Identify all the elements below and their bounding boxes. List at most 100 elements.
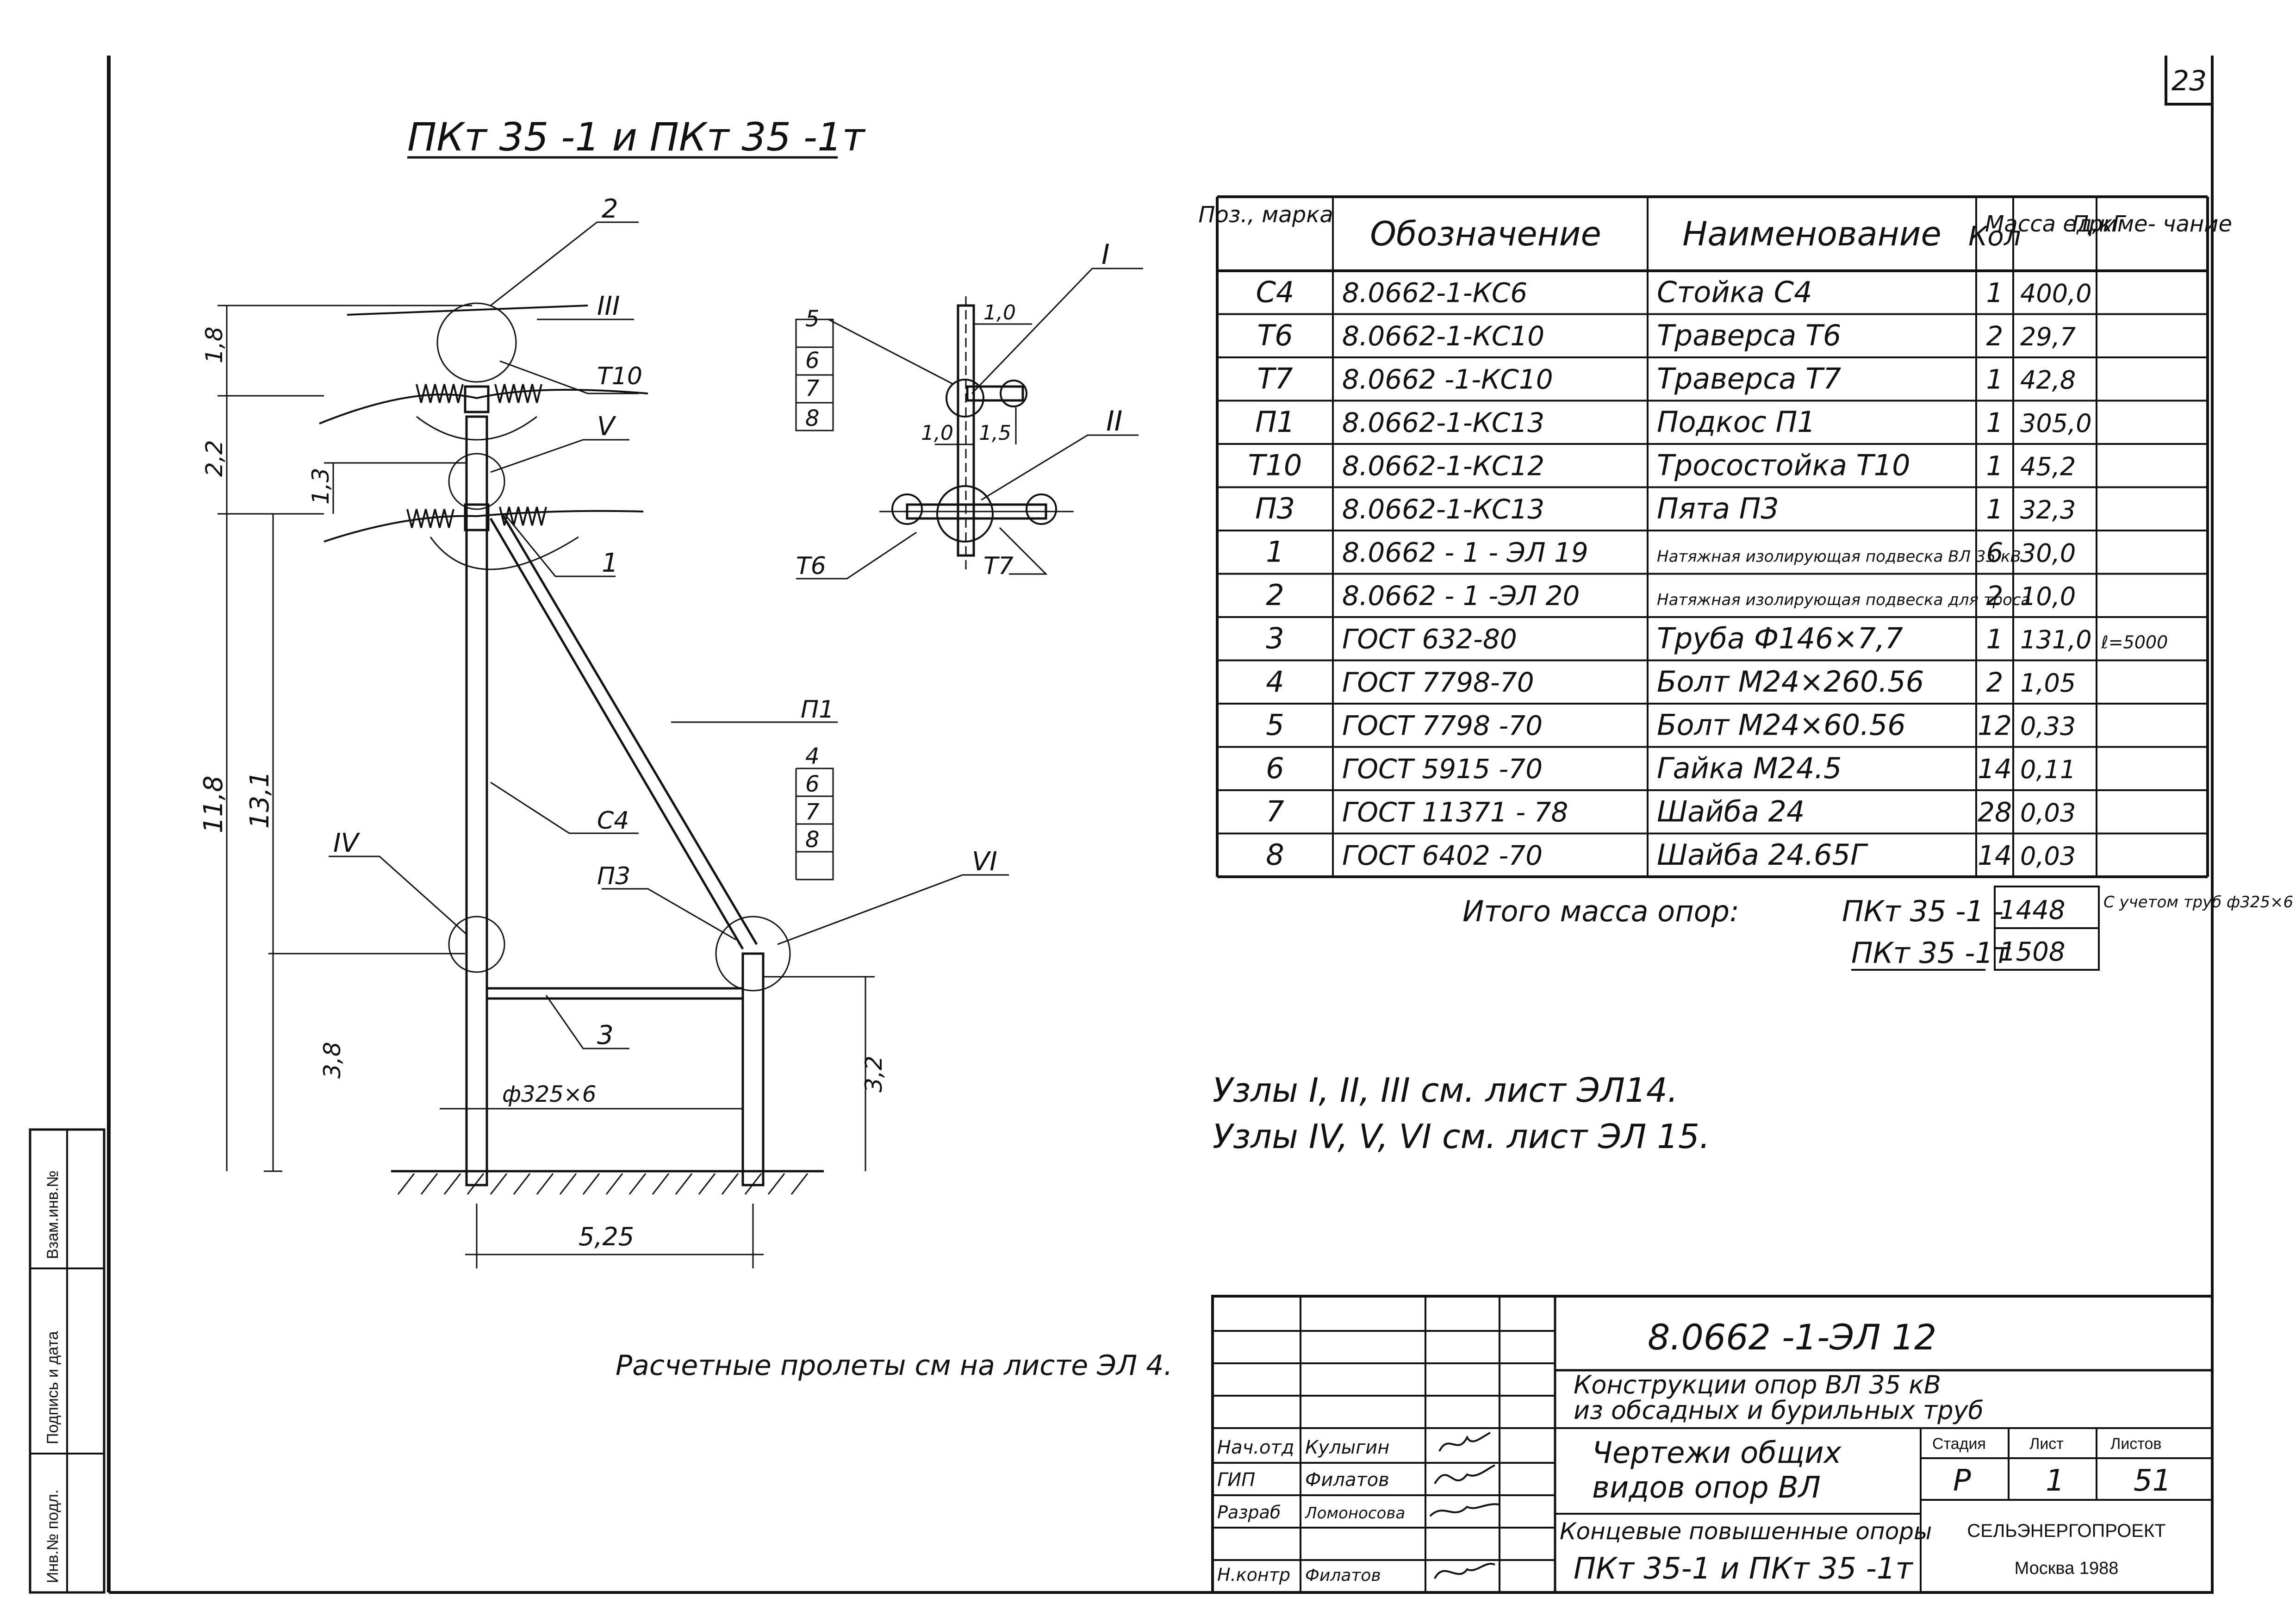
sheets-label: Листов — [2110, 1435, 2161, 1453]
callout-1: 1 — [602, 548, 618, 578]
stamp-inv-podl: Инв.№ подл. — [44, 1490, 62, 1583]
table-cell-designation: ГОСТ 5915 -70 — [1342, 753, 1543, 785]
callout-T10: Т10 — [597, 362, 642, 390]
stamp-vzam-inv: Взам.инв.№ — [44, 1170, 62, 1259]
svg-text:8: 8 — [805, 827, 820, 853]
table-cell-mass: 10,0 — [2020, 582, 2076, 611]
table-cell-mass: 0,11 — [2020, 755, 2076, 784]
table-cell-qty: 2 — [1986, 667, 2004, 698]
title-block: 8.0662 -1-ЭЛ 12 Конструкции опор ВЛ 35 к… — [1211, 1295, 2214, 1594]
plan-node-I-circle — [946, 379, 984, 418]
table-cell-qty: 1 — [1986, 407, 2004, 438]
dim-13-1: 13,1 — [245, 771, 275, 829]
table-cell-pos: 6 — [1266, 751, 1284, 785]
doc-code: 8.0662 -1-ЭЛ 12 — [1648, 1317, 1936, 1358]
signature-1 — [1438, 1432, 1491, 1452]
table-cell-mass: 45,2 — [2020, 452, 2076, 481]
table-cell-pos: П3 — [1255, 492, 1295, 525]
total-name-2: ПКт 35 -1т — [1851, 936, 2011, 970]
callout-C4: С4 — [597, 807, 629, 835]
upper-conductors — [319, 389, 648, 424]
svg-text:6: 6 — [805, 771, 820, 797]
table-cell-name: Траверса Т7 — [1657, 362, 1841, 395]
sheet-value: 1 — [2046, 1464, 2065, 1498]
table-cell-designation: 8.0662 -1-КС10 — [1342, 363, 1553, 395]
main-post — [465, 415, 488, 1186]
role-3: Разраб — [1217, 1502, 1281, 1523]
signature-4 — [1434, 1563, 1495, 1579]
table-cell-name: Труба Ф146×7,7 — [1657, 621, 1903, 655]
header-note: Приме- чание — [2072, 211, 2232, 237]
table-cell-name: Траверса Т6 — [1657, 318, 1841, 352]
ground-hatch — [397, 1173, 809, 1195]
pipe-diameter-label: ф325×6 — [502, 1081, 596, 1107]
dim-5-25: 5,25 — [579, 1222, 634, 1251]
svg-text:7: 7 — [805, 375, 820, 401]
note-nodes-2: Узлы IV, V, VI см. лист ЭЛ 15. — [1213, 1117, 1710, 1156]
table-cell-qty: 1 — [1986, 450, 2004, 481]
insulator-string-upper-right — [494, 384, 542, 403]
name-1: Кулыгин — [1305, 1437, 1389, 1458]
table-cell-qty: 1 — [1986, 363, 2004, 395]
lower-conductors — [324, 510, 644, 543]
table-cell-pos: С4 — [1256, 275, 1294, 309]
table-cell-mass: 305,0 — [2020, 409, 2092, 438]
dim-1-8: 1,8 — [201, 326, 228, 363]
table-cell-name: Болт М24×60.56 — [1657, 708, 1906, 742]
table-cell-mass: 1,05 — [2020, 668, 2076, 698]
callout-P3: П3 — [597, 862, 630, 890]
table-cell-pos: Т6 — [1257, 318, 1293, 352]
table-cell-name: Натяжная изолирующая подвеска для троса — [1657, 591, 2030, 609]
sheet-desc-2: ПКт 35-1 и ПКт 35 -1т — [1574, 1552, 1914, 1586]
header-pos: Поз., марка — [1198, 202, 1333, 228]
callout-3: 3 — [597, 1020, 614, 1050]
totals-block: Итого масса опор: ПКт 35 -1 - ПКт 35 -1т… — [1462, 886, 2293, 971]
table-cell-designation: ГОСТ 6402 -70 — [1342, 840, 1543, 871]
sheet-number-box — [2165, 56, 2214, 106]
callout-V: V — [597, 412, 616, 442]
table-cell-pos: 4 — [1266, 665, 1284, 699]
doc-title-line2: из обсадных и бурильных труб — [1574, 1396, 1984, 1425]
table-cell-qty: 12 — [1978, 710, 2012, 741]
callout-group-4678: 4 6 7 8 — [795, 743, 834, 880]
plan-node-II-circle — [936, 485, 994, 543]
table-cell-note: ℓ=5000 — [2101, 632, 2168, 652]
dim-2-2: 2,2 — [201, 440, 228, 477]
table-cell-mass: 131,0 — [2020, 625, 2092, 654]
drawing-name-1: Чертежи общих — [1592, 1436, 1842, 1470]
table-cell-designation: ГОСТ 7798 -70 — [1342, 710, 1543, 741]
table-cell-designation: ГОСТ 632-80 — [1342, 623, 1517, 655]
elevation-leaders — [329, 221, 1009, 1049]
svg-text:6: 6 — [805, 348, 820, 374]
table-cell-mass: 29,7 — [2020, 322, 2076, 351]
table-cell-mass: 0,03 — [2020, 798, 2076, 827]
plan-label-T6: Т6 — [796, 552, 826, 580]
table-cell-name: Гайка М24.5 — [1657, 751, 1842, 785]
total-name-1: ПКт 35 -1 - — [1842, 894, 2004, 928]
lower-sag — [429, 536, 579, 570]
plan-label-II: II — [1106, 405, 1122, 437]
table-cell-designation: 8.0662-1-КС10 — [1342, 320, 1544, 352]
table-cell-pos: 1 — [1266, 535, 1284, 568]
total-mass-1: 1448 — [1999, 895, 2066, 925]
sheet-label: Лист — [2029, 1435, 2064, 1453]
total-note: С учетом труб ф325×6 — [2103, 893, 2293, 911]
table-cell-qty: 1 — [1986, 623, 2004, 655]
table-cell-pos: 5 — [1266, 708, 1284, 742]
drawing-name-2: видов опор ВЛ — [1592, 1471, 1821, 1505]
sheets-value: 51 — [2134, 1464, 2171, 1498]
strut-foot-post — [741, 952, 765, 1186]
table-cell-pos: Т7 — [1257, 362, 1293, 395]
table-cell-qty: 14 — [1978, 840, 2012, 871]
name-3: Ломоносова — [1304, 1504, 1405, 1523]
traverse-lower — [464, 503, 490, 531]
role-2: ГИП — [1217, 1469, 1255, 1491]
sheet-number: 23 — [2172, 65, 2207, 97]
dim-11-8: 11,8 — [199, 775, 229, 833]
horizontal-pipe — [485, 987, 744, 1000]
table-cell-pos: 7 — [1266, 794, 1284, 828]
name-2: Филатов — [1305, 1469, 1389, 1491]
table-cell-name: Шайба 24 — [1657, 794, 1804, 828]
insulator-string-upper-left — [416, 384, 464, 403]
